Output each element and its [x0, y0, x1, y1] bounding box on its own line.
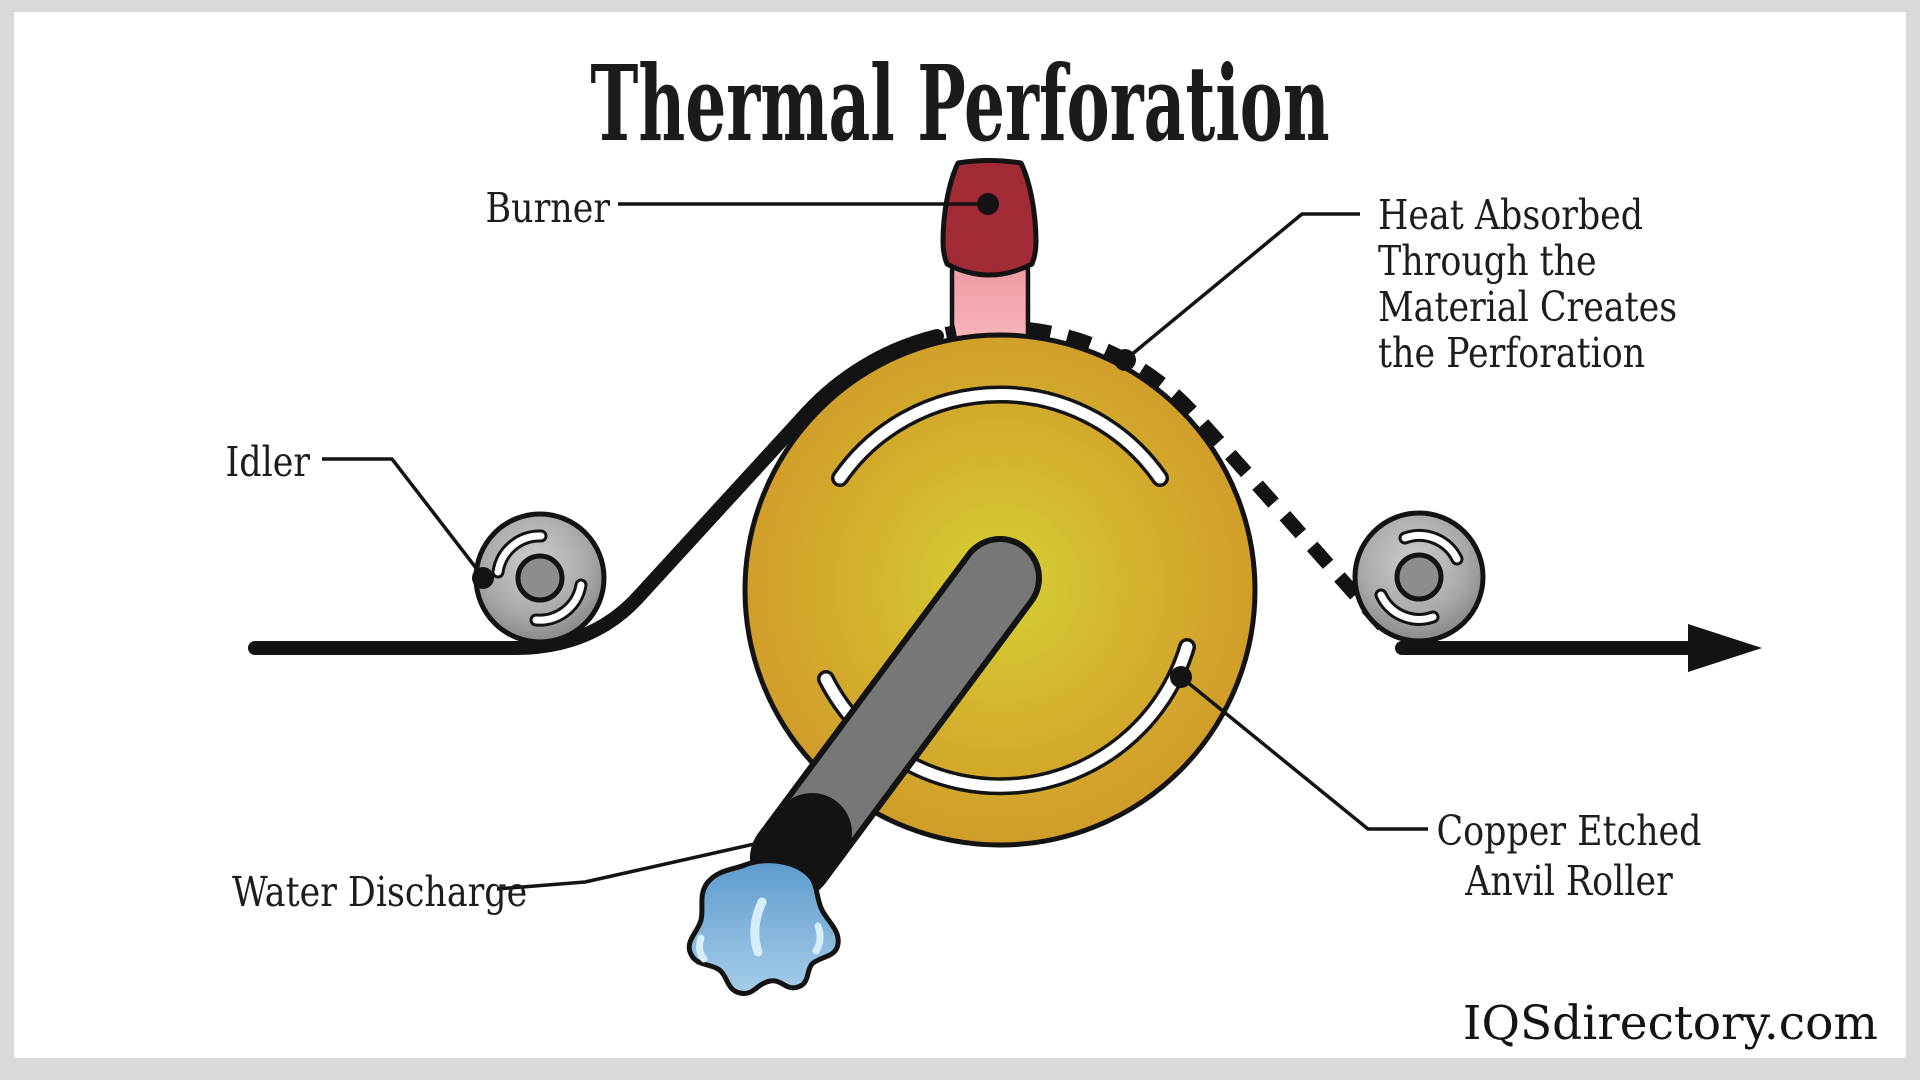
right-idler-shape: [1352, 510, 1486, 644]
web-direction-arrowhead: [1688, 624, 1762, 672]
callout-dot-water: [789, 822, 811, 844]
callout-dot-idler: [472, 567, 494, 589]
callout-dot-burner: [977, 193, 999, 215]
diagram-title: Thermal Perforation: [590, 42, 1330, 165]
callout-dots: [472, 193, 1192, 844]
label-heat-absorbed-line2: Through the: [1378, 237, 1597, 285]
water-highlights: [696, 897, 824, 963]
callout-line-heat: [1123, 212, 1360, 362]
label-heat-absorbed-line1: Heat Absorbed: [1378, 191, 1644, 239]
label-heat-absorbed-line3: Material Creates: [1378, 283, 1678, 331]
material-web-inbound: [248, 329, 944, 655]
burner-shape: [940, 158, 1039, 278]
roller-slot-top: [831, 385, 1169, 487]
callout-dot-heat: [1114, 349, 1136, 371]
left-idler-shape: [473, 511, 607, 645]
label-water-discharge: Water Discharge: [232, 868, 528, 916]
label-heat-absorbed: Heat Absorbed Through the Material Creat…: [1378, 192, 1677, 376]
callout-line-idler: [322, 457, 485, 579]
label-anvil-roller: Copper Etched Anvil Roller: [1416, 806, 1722, 906]
water-blob-shape: [686, 858, 841, 996]
callout-dot-anvil: [1170, 666, 1192, 688]
label-burner: Burner: [485, 184, 610, 232]
label-anvil-roller-line1: Copper Etched: [1436, 807, 1702, 855]
callout-line-anvil: [1179, 675, 1428, 831]
watermark: IQSdirectory.com: [1462, 996, 1878, 1051]
label-anvil-roller-line2: Anvil Roller: [1465, 857, 1673, 905]
web-notch-dash: [944, 325, 958, 341]
label-heat-absorbed-line4: the Perforation: [1378, 329, 1646, 377]
callout-lines: [322, 202, 1428, 891]
callout-line-water: [496, 832, 800, 891]
label-idler: Idler: [225, 438, 310, 486]
